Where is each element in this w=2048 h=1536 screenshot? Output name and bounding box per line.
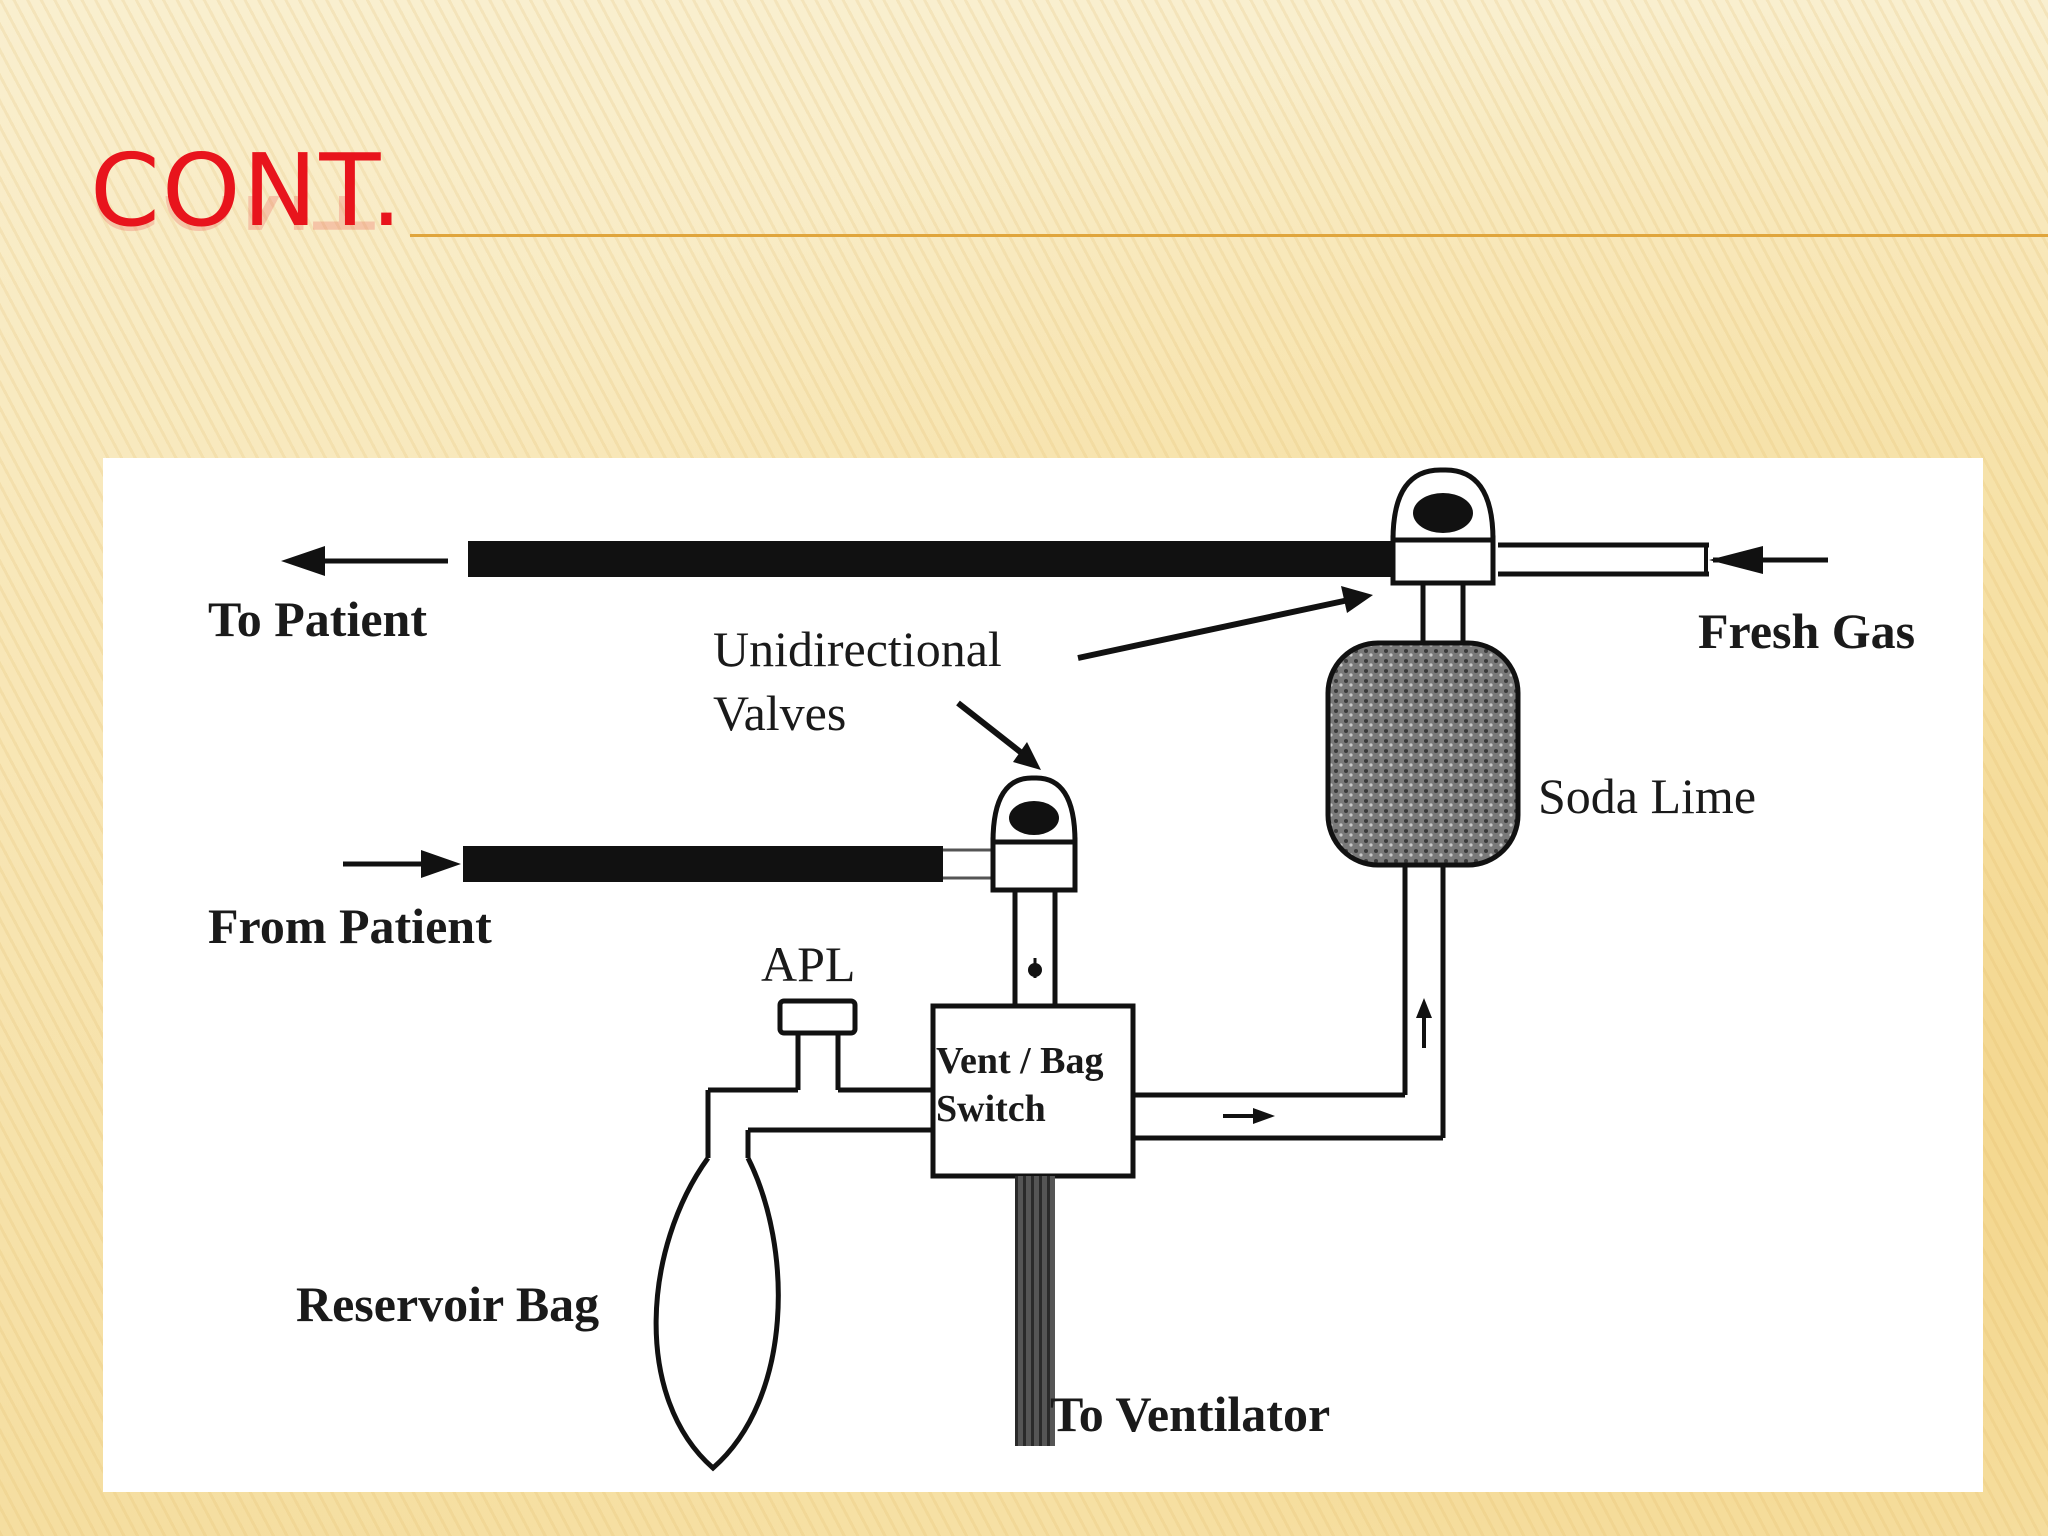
- label-to-ventilator: To Ventilator: [1050, 1386, 1331, 1442]
- label-from-patient: From Patient: [208, 898, 492, 954]
- slide-title-reflection: CONT.: [90, 196, 394, 246]
- breathing-circuit-diagram: To Patient Fresh Gas Unidirectional Valv…: [103, 458, 1983, 1492]
- label-vent-bag: Vent / Bag: [936, 1040, 1104, 1082]
- from-patient-arrow: [343, 850, 461, 878]
- fresh-gas-line: [1498, 542, 1828, 577]
- label-reservoir-bag: Reservoir Bag: [296, 1276, 600, 1332]
- circuit-drawing: [281, 467, 1828, 1472]
- inspiratory-limb: [468, 541, 1398, 577]
- soda-lime-canister: [1325, 640, 1521, 868]
- to-ventilator-tube: [1015, 1176, 1055, 1446]
- unidirectional-pointer-bottom: [956, 700, 1041, 770]
- label-fresh-gas: Fresh Gas: [1698, 603, 1916, 659]
- apl-valve: [777, 998, 858, 1090]
- label-apl: APL: [761, 936, 856, 992]
- to-patient-arrow: [281, 546, 448, 576]
- reservoir-bag: [653, 1156, 781, 1472]
- label-switch: Switch: [936, 1088, 1046, 1130]
- bag-arm-pipe: [705, 1087, 933, 1158]
- label-valves: Valves: [713, 685, 847, 741]
- label-unidirectional: Unidirectional: [713, 621, 1002, 677]
- vent-bag-switch-box: [930, 1003, 1136, 1179]
- slide-title: CONT.: [90, 132, 405, 249]
- canister-return-pipe: [1133, 865, 1446, 1141]
- inspiratory-valve: [1390, 467, 1496, 643]
- label-to-patient: To Patient: [208, 591, 427, 647]
- expiratory-limb: [463, 846, 943, 882]
- label-soda-lime: Soda Lime: [1538, 768, 1757, 824]
- unidirectional-pointer-top: [1077, 586, 1373, 661]
- expiratory-valve: [990, 775, 1078, 1006]
- title-underline: [410, 234, 2048, 237]
